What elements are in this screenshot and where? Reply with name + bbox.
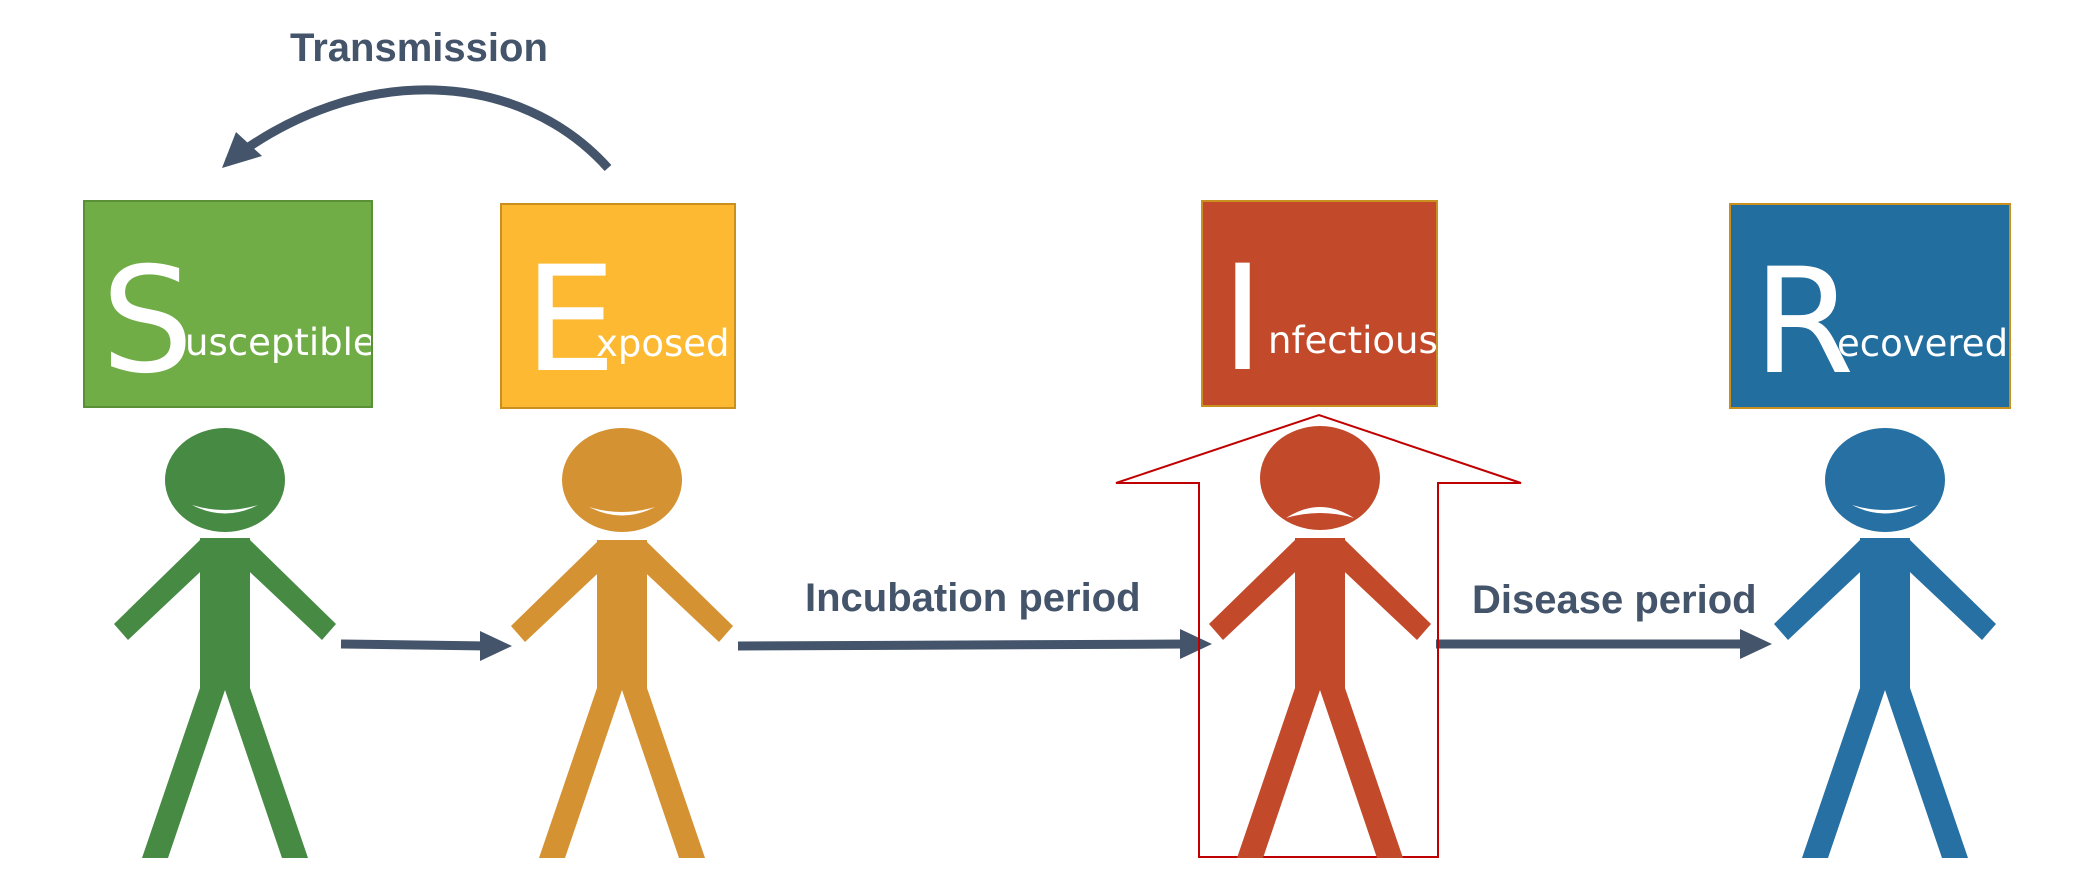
disease-period-label: Disease period bbox=[1472, 578, 1757, 622]
arrow-s-to-e bbox=[340, 631, 512, 661]
recovered-person bbox=[1774, 428, 1996, 858]
incubation-period-label: Incubation period bbox=[805, 576, 1141, 620]
susceptible-person bbox=[114, 428, 336, 858]
susceptible-initial: S bbox=[101, 236, 194, 406]
exposed-initial: E bbox=[524, 235, 617, 405]
infectious-person bbox=[1209, 426, 1431, 858]
recovered-initial: R bbox=[1753, 237, 1855, 407]
arrow-i-to-r bbox=[1436, 629, 1772, 659]
exposed-rest: xposed bbox=[596, 322, 730, 365]
arrow-e-to-i bbox=[737, 629, 1212, 659]
infectious-highlight-outline bbox=[1115, 413, 1522, 858]
infectious-box: I nfectious bbox=[1201, 200, 1438, 407]
infectious-initial: I bbox=[1221, 234, 1265, 404]
transmission-label: Transmission bbox=[290, 26, 548, 70]
recovered-box: R ecovered bbox=[1729, 203, 2011, 409]
transmission-arrow bbox=[222, 85, 612, 172]
susceptible-rest: usceptible bbox=[185, 321, 373, 364]
exposed-person bbox=[511, 428, 733, 858]
susceptible-box: S usceptible bbox=[83, 200, 373, 408]
exposed-box: E xposed bbox=[500, 203, 736, 409]
infectious-rest: nfectious bbox=[1268, 319, 1438, 362]
recovered-rest: ecovered bbox=[1837, 322, 2009, 365]
